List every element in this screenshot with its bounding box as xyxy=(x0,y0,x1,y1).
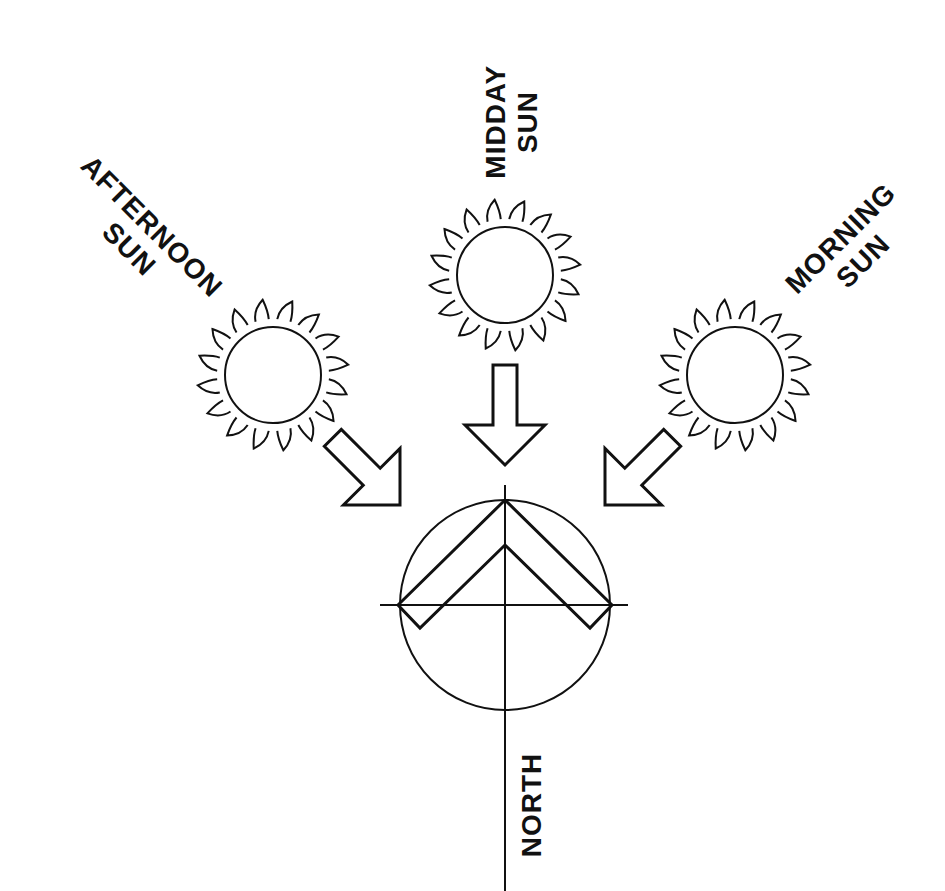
sun-ray xyxy=(430,279,452,293)
sun-ray xyxy=(788,379,808,394)
sun-ray xyxy=(316,335,339,350)
sun-ray xyxy=(530,318,545,341)
sun-ray xyxy=(530,214,551,232)
sun-ray xyxy=(199,356,219,371)
sun-ray xyxy=(277,301,292,321)
sun-ray xyxy=(233,309,248,332)
sun-ray xyxy=(778,335,801,350)
sun-ray xyxy=(674,329,692,350)
sun-ray xyxy=(739,428,753,450)
sun-rays xyxy=(198,200,811,451)
sun-ray xyxy=(227,418,248,436)
sun-ray xyxy=(689,418,710,436)
sun-ray xyxy=(254,428,269,448)
sun-ray xyxy=(326,379,346,394)
afternoon-sun xyxy=(225,327,321,423)
sun-ray xyxy=(444,229,462,250)
midday-label: MIDDAY SUN xyxy=(480,65,544,178)
sun-ray xyxy=(788,357,810,371)
sun-ray xyxy=(760,314,781,332)
sun-ray xyxy=(509,201,524,221)
midday-sun xyxy=(457,227,553,323)
north-chevron xyxy=(398,500,612,628)
sun-ray xyxy=(459,318,480,336)
sun-ray xyxy=(695,309,710,332)
north-label: NORTH xyxy=(516,753,548,858)
sun-ray xyxy=(739,301,754,321)
sun-ray xyxy=(716,428,731,448)
sun-ray xyxy=(548,235,571,250)
sun-ray xyxy=(558,257,580,271)
sun-ray xyxy=(277,428,291,450)
sun-ray xyxy=(509,328,523,350)
sun-ray xyxy=(439,300,462,315)
sun-ray xyxy=(486,328,501,348)
afternoon-label: AFTERNOON SUN xyxy=(51,149,228,326)
morning-arrow xyxy=(577,410,701,534)
sun-ray xyxy=(298,314,319,332)
sun-ray xyxy=(778,400,796,421)
sun-ray xyxy=(465,209,480,232)
afternoon-arrow xyxy=(305,410,429,534)
sun-ray xyxy=(212,329,230,350)
sun-ray xyxy=(717,300,731,322)
sun-ray xyxy=(558,279,578,294)
sun-ray xyxy=(669,400,692,415)
morning-label: MORNING SUN xyxy=(779,177,925,323)
sun-ray xyxy=(326,357,348,371)
sun-ray xyxy=(487,200,501,222)
midday-arrow xyxy=(465,365,545,465)
sun-ray xyxy=(760,418,775,441)
sun-ray xyxy=(198,379,220,393)
morning-sun xyxy=(687,327,783,423)
sun-ray xyxy=(316,400,334,421)
sun-ray xyxy=(298,418,313,441)
sun-ray xyxy=(255,300,269,322)
sun-ray xyxy=(548,300,566,321)
sun-ray xyxy=(660,379,682,393)
sun-ray xyxy=(431,256,451,271)
sun-ray xyxy=(661,356,681,371)
sun-ray xyxy=(207,400,230,415)
